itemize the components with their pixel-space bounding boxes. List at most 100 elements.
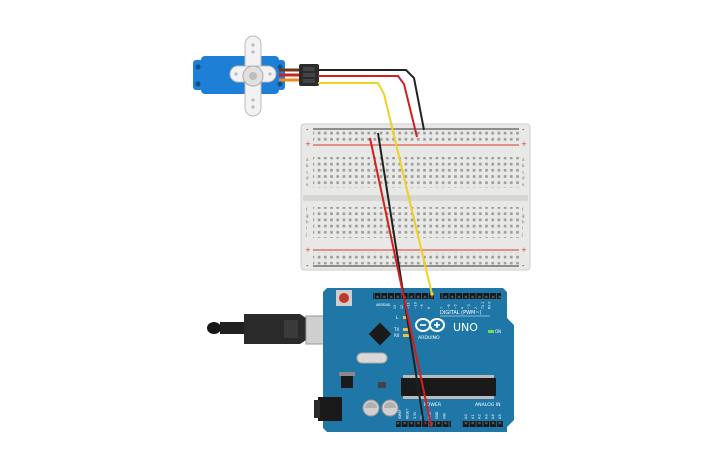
wire-black-servo-gnd[interactable] [318, 69, 425, 131]
servo-screw-left [195, 64, 201, 70]
digital-pin-label-1: 12 [400, 305, 404, 309]
power-jack[interactable] [318, 397, 342, 421]
row-label-right-g: g [522, 213, 525, 218]
analog-pin-label-A5: A5 [498, 414, 502, 419]
bottom-rail-minus-label-right: - [522, 262, 525, 270]
row-label-right-a: a [522, 157, 525, 162]
wire-red-servo-5v[interactable] [318, 75, 418, 138]
analog-header[interactable] [462, 421, 503, 427]
analog-pin-label-A3: A3 [484, 414, 488, 419]
top-rail-minus-label: - [306, 126, 309, 134]
digital-pin-label-9: 4 [460, 307, 464, 309]
digital-pin-label-12: TX 1 [481, 302, 485, 310]
wire-black-gnd-to-arduino[interactable] [377, 132, 425, 426]
digital-pin-label-13: RX 0 [488, 302, 492, 309]
top-rail-minus-label-right: - [522, 126, 525, 134]
row-label-b: b [306, 163, 309, 168]
gnd-label: GND [383, 303, 391, 307]
wire-yellow-servo-signal[interactable] [318, 82, 433, 295]
analog-pin-label-A0: A0 [464, 414, 468, 419]
row-label-c: c [306, 169, 308, 174]
digital-label: DIGITAL (PWM~) [440, 310, 482, 316]
usb-cable-end [207, 322, 221, 334]
analog-pin-label-A4: A4 [491, 414, 495, 419]
usb-cable-strain [220, 322, 246, 334]
row-label-right-b: b [522, 163, 525, 168]
led-rx-label: RX [394, 333, 400, 338]
crystal [356, 352, 388, 364]
servo-motor[interactable] [193, 35, 319, 117]
digital-pin-label-7: ~6 [447, 304, 451, 309]
row-label-f: f [306, 207, 308, 212]
center-channel [303, 195, 528, 201]
digital-pin-label-3: ~10 [413, 302, 417, 309]
bottom-rail-holes [313, 252, 519, 265]
row-label-h: h [306, 219, 309, 224]
upper-terminal-holes [313, 157, 519, 188]
on-label: ON [495, 329, 501, 334]
servo-screw-right [277, 64, 283, 70]
digital-header-right[interactable] [440, 293, 501, 299]
wire-red-5v-to-arduino[interactable] [369, 137, 432, 426]
arduino-board-outline [323, 288, 514, 432]
aref-label: AREF [376, 303, 384, 307]
reset-button[interactable] [339, 293, 349, 303]
atmega-pins-bottom [403, 396, 494, 399]
led-rx [403, 334, 409, 337]
row-label-right-j: j [521, 232, 523, 237]
uno-label: UNO [453, 321, 478, 334]
power-pin-label-2: 3.3V [413, 411, 417, 419]
row-label-e: e [306, 182, 309, 187]
usb-cable[interactable] [207, 314, 335, 345]
wire-end-yellow [430, 292, 434, 296]
regulator-tab [339, 372, 355, 376]
servo-screw-right-bottom [277, 81, 283, 87]
wire-end-black [422, 423, 426, 427]
row-label-g: g [306, 213, 309, 218]
small-component [378, 382, 386, 388]
atmega-pins-top [403, 375, 494, 378]
wires [318, 69, 434, 427]
row-label-right-i: i [522, 226, 523, 231]
top-rail-holes [313, 131, 519, 144]
led-l-label: L [396, 315, 399, 320]
top-rail-plus-label: + [305, 140, 311, 148]
arduino-brand-label: ARDUINO [418, 335, 440, 341]
digital-pin-label-0: 13 [393, 305, 397, 309]
wire-end-red [429, 423, 433, 427]
digital-pin-label-5: 8 [427, 307, 431, 309]
analog-pin-label-A1: A1 [471, 414, 475, 419]
row-label-d: d [306, 176, 309, 181]
power-pin-label-1: RESET [405, 409, 409, 419]
arduino-logo [415, 318, 445, 332]
digital-pin-label-10: ~3 [467, 304, 471, 309]
digital-pin-label-6: 7 [440, 307, 444, 309]
usb-plug-grip [284, 320, 298, 338]
power-label: POWER [424, 402, 442, 408]
bottom-rail-plus-label-right: + [521, 246, 527, 254]
digital-pin-label-2: ~11 [407, 302, 411, 309]
top-rail-plus-label-right: + [521, 140, 527, 148]
row-label-i: i [306, 226, 307, 231]
led-tx-label: TX [393, 327, 399, 332]
row-label-j: j [305, 232, 307, 237]
power-pin-label-0: IOREF [398, 409, 402, 419]
bottom-rail-minus-label: - [306, 262, 309, 270]
row-label-right-e: e [522, 182, 525, 187]
led-l [403, 316, 409, 319]
digital-pin-label-11: 2 [474, 307, 478, 309]
power-pin-label-6: VIN [442, 413, 446, 419]
usb-chip [368, 322, 392, 346]
voltage-regulator [341, 376, 353, 388]
servo-horn[interactable] [229, 35, 277, 117]
analog-pin-label-A2: A2 [478, 414, 482, 419]
led-tx [403, 328, 409, 331]
servo-screw-left-bottom [195, 81, 201, 87]
bottom-rail-plus-label: + [305, 246, 311, 254]
